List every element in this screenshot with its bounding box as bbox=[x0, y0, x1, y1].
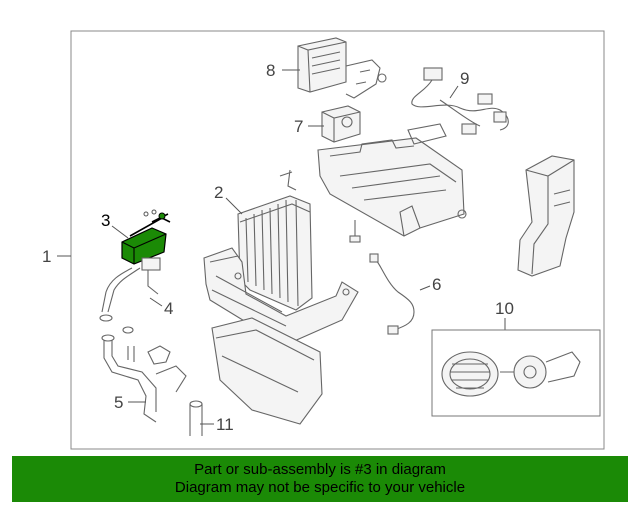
callout-9-label: 9 bbox=[460, 69, 469, 88]
part-3-expansion-valve[interactable] bbox=[121, 209, 171, 265]
air-duct[interactable] bbox=[517, 155, 575, 277]
callout-6-label: 6 bbox=[432, 275, 441, 294]
part-5-tube[interactable] bbox=[101, 334, 187, 423]
callout-3: 3 bbox=[101, 211, 129, 239]
callout-6: 6 bbox=[419, 275, 441, 294]
callout-11-label: 11 bbox=[216, 415, 234, 434]
part-7-actuator[interactable] bbox=[321, 105, 361, 143]
callout-3-label: 3 bbox=[101, 211, 110, 230]
lower-cover[interactable] bbox=[189, 317, 323, 436]
diagram-frame bbox=[70, 30, 605, 450]
callout-2: 2 bbox=[214, 183, 243, 215]
footer-part-note: Part or sub-assembly is #3 in diagram bbox=[194, 461, 446, 478]
callout-9: 9 bbox=[449, 69, 469, 99]
part-8-control-module[interactable] bbox=[297, 37, 387, 99]
footer-disclaimer: Diagram may not be specific to your vehi… bbox=[174, 479, 466, 496]
callout-8: 8 bbox=[266, 61, 300, 80]
callout-4-label: 4 bbox=[164, 299, 173, 318]
part-6-thermistor[interactable] bbox=[369, 253, 415, 335]
part-2-evaporator[interactable] bbox=[237, 195, 313, 311]
part-4-tube[interactable] bbox=[99, 257, 161, 334]
heater-unit-upper-case[interactable] bbox=[279, 123, 467, 237]
callout-10-label: 10 bbox=[495, 299, 514, 318]
callout-11: 11 bbox=[200, 415, 234, 434]
callout-2-label: 2 bbox=[214, 183, 223, 202]
heater-unit-lower-case[interactable] bbox=[203, 247, 359, 343]
bolt[interactable] bbox=[349, 220, 361, 243]
assembly-callout: 1 bbox=[42, 247, 71, 266]
callout-4: 4 bbox=[149, 297, 173, 318]
callout-5: 5 bbox=[114, 393, 146, 412]
part-10-blower-motor[interactable] bbox=[431, 329, 601, 417]
callout-1-label: 1 bbox=[42, 247, 51, 266]
blower-inset-frame bbox=[431, 329, 601, 417]
footer-banner: Part or sub-assembly is #3 in diagram Di… bbox=[12, 456, 628, 502]
callout-7: 7 bbox=[294, 117, 324, 136]
callout-5-label: 5 bbox=[114, 393, 123, 412]
callout-7-label: 7 bbox=[294, 117, 303, 136]
part-9-wire-harness[interactable] bbox=[411, 67, 509, 135]
callout-10: 10 bbox=[495, 299, 514, 330]
callout-8-label: 8 bbox=[266, 61, 275, 80]
